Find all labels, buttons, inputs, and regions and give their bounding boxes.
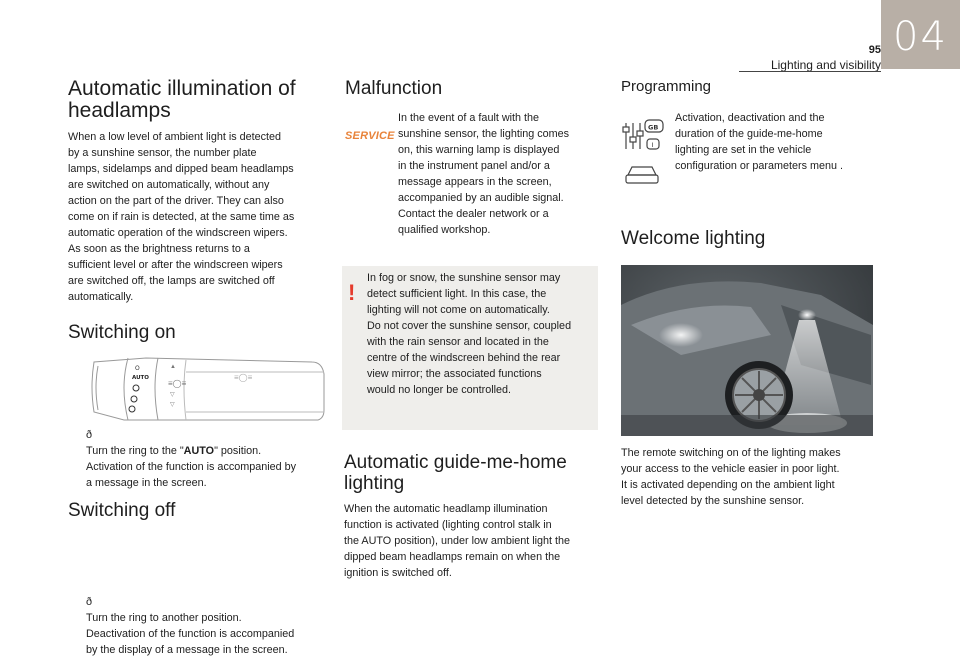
warning-box <box>342 266 598 430</box>
svg-text:≡◯≡: ≡◯≡ <box>168 379 187 388</box>
svg-text:▽: ▽ <box>170 402 175 408</box>
warning-exclamation-icon: ! <box>348 280 356 305</box>
heading-guide-me-home: Automatic guide-me-home lighting <box>344 452 567 494</box>
gb-label: GB <box>648 124 658 132</box>
settings-menu-icon: GB I <box>622 119 664 184</box>
welcome-lighting-photo <box>621 265 873 436</box>
section-divider <box>739 71 881 72</box>
welcome-lighting-text: The remote switching on of the lighting … <box>621 447 841 507</box>
intro-paragraph: When a low level of ambient light is det… <box>68 131 295 303</box>
service-warning-icon: SERVICE <box>345 130 395 142</box>
guide-me-home-text: When the automatic headlamp illumination… <box>344 503 571 579</box>
switching-off-step: Turn the ring to another position. Deact… <box>68 594 348 658</box>
switching-on-step: Turn the ring to the "AUTO" position. Ac… <box>68 427 348 491</box>
heading-welcome-lighting: Welcome lighting <box>621 228 766 249</box>
chapter-tab <box>881 0 960 69</box>
svg-text:▲: ▲ <box>170 364 176 370</box>
page-number: 95 <box>868 44 881 56</box>
lighting-stalk-illustration: O AUTO ▲ ≡◯≡ ▽ ▽ ≡◯≡ <box>91 357 325 421</box>
section-name: Lighting and visibility <box>770 58 881 72</box>
svg-text:≡◯≡: ≡◯≡ <box>234 373 253 382</box>
i-label: I <box>652 141 654 149</box>
chapter-number: 04 <box>893 14 948 60</box>
heading-switching-off: Switching off <box>68 500 176 521</box>
svg-text:O: O <box>135 365 140 372</box>
heading-programming: Programming <box>621 78 712 95</box>
page-title: Automatic illumination of headlamps <box>68 77 296 122</box>
stalk-auto-label: AUTO <box>132 375 149 381</box>
svg-text:▽: ▽ <box>170 392 175 398</box>
heading-switching-on: Switching on <box>68 322 176 343</box>
heading-malfunction: Malfunction <box>345 78 443 99</box>
